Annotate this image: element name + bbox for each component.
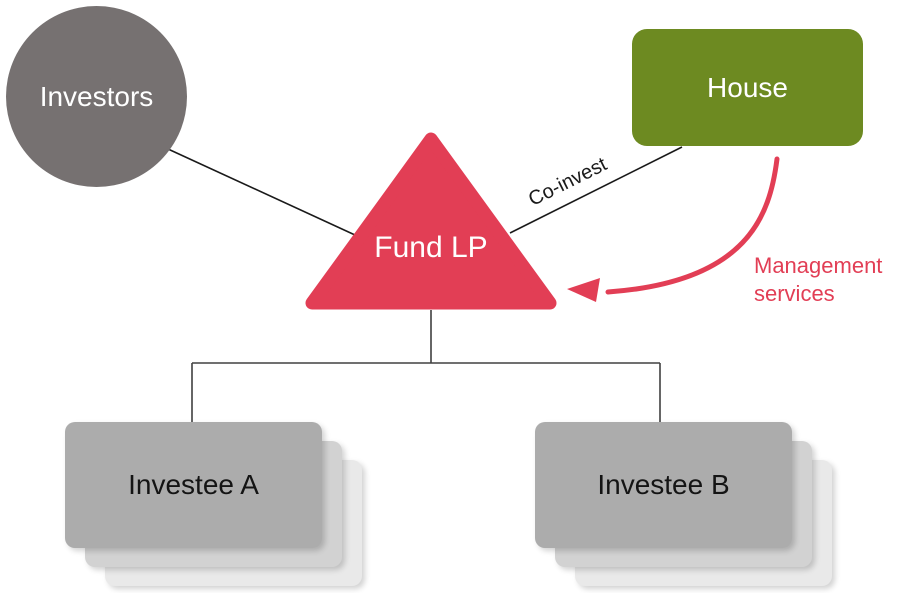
investors-node: Investors [6, 6, 187, 187]
investee-b-stack: Investee B [535, 422, 832, 586]
investors-label: Investors [39, 80, 154, 112]
fund-triangle [305, 132, 557, 310]
management-arrow [605, 156, 780, 295]
investee-a-stack: Investee A [65, 422, 362, 586]
management-services-label: Management services [754, 253, 883, 306]
investee-a-card: Investee A [65, 422, 322, 548]
investee-a-label: Investee A [128, 469, 259, 500]
edge-investors-fund [167, 148, 356, 236]
management-arrowhead [567, 278, 600, 302]
investee-b-card: Investee B [535, 422, 792, 548]
edge-house-fund [509, 146, 683, 234]
house-label: House [707, 71, 788, 103]
investee-b-label: Investee B [597, 469, 730, 500]
house-node: House [632, 29, 863, 146]
connector-fund-investees [191, 310, 661, 425]
